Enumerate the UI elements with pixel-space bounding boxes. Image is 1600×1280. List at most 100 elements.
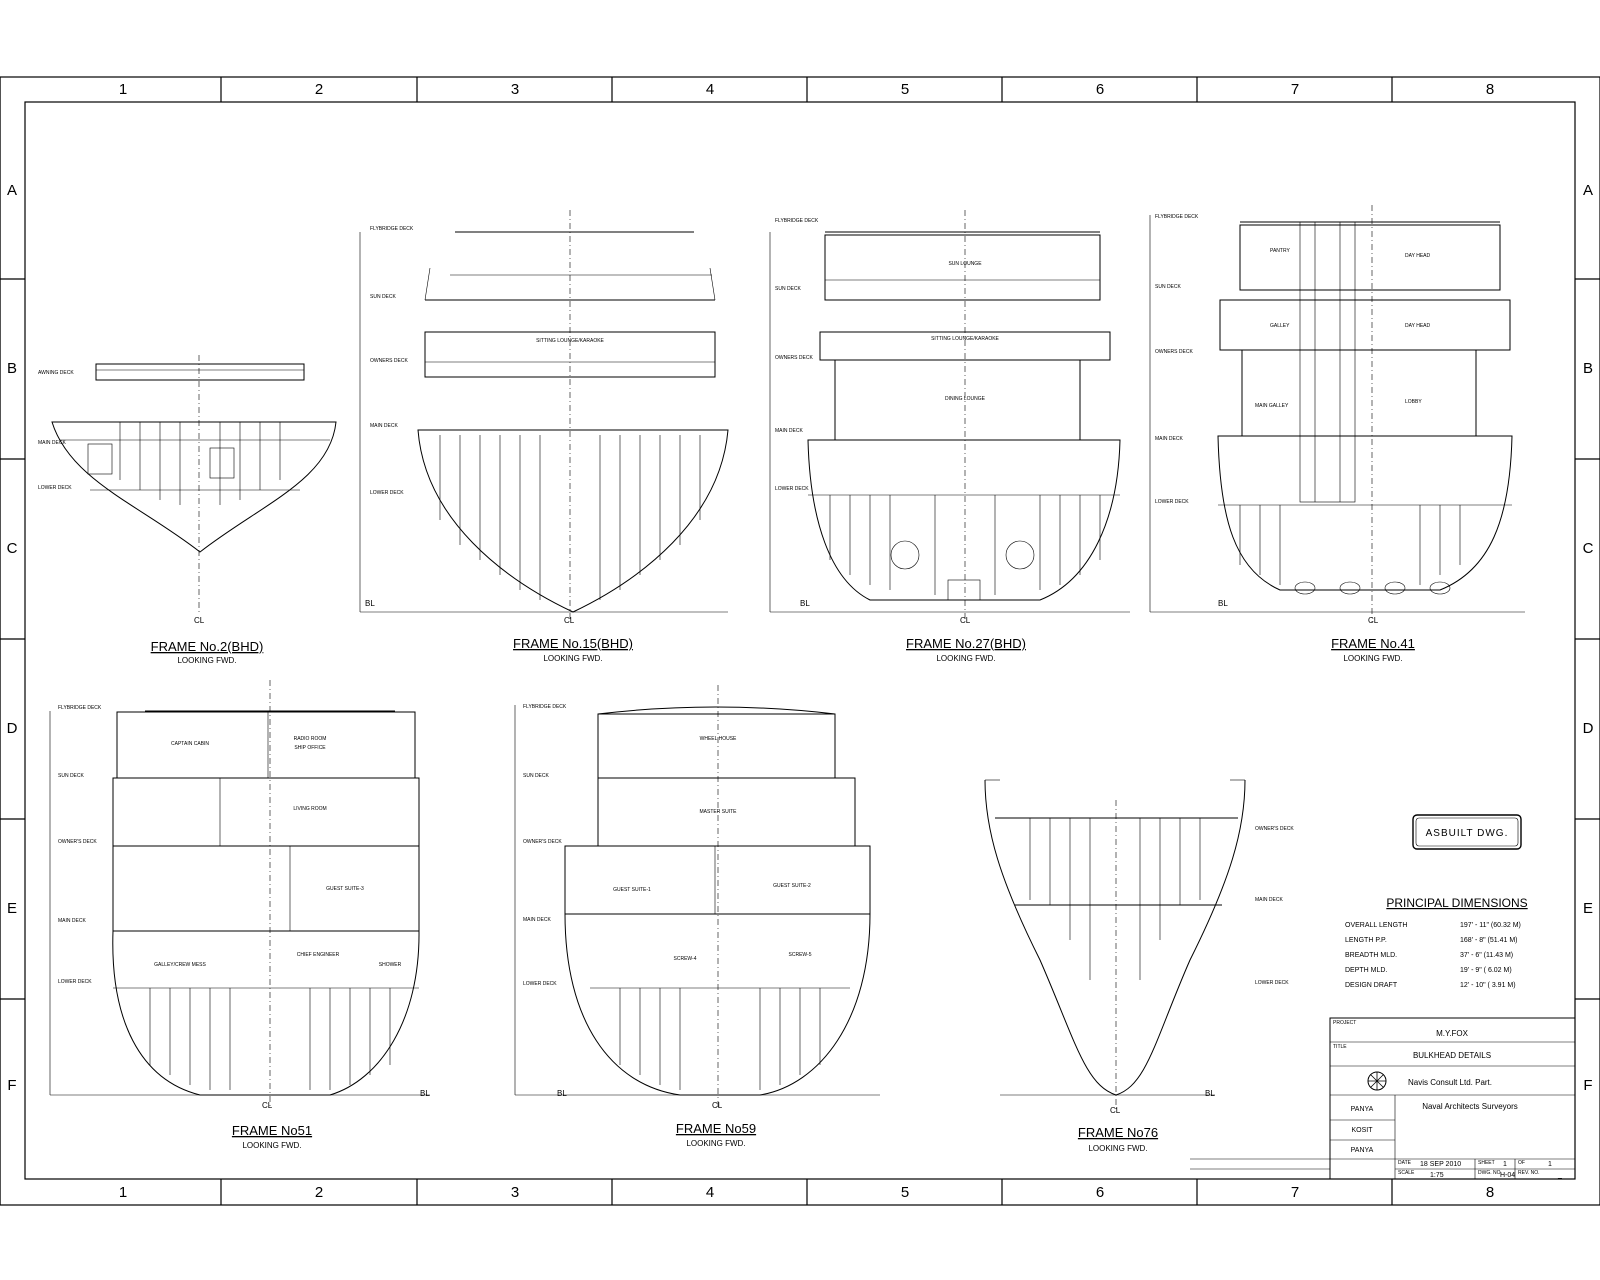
dimension-label: LENGTH P.P. [1345, 937, 1387, 944]
room-label: DINING LOUNGE [945, 396, 986, 402]
deck-label: LOWER DECK [38, 485, 72, 491]
deck-label: OWNERS DECK [370, 358, 408, 364]
room-label: SUN LOUNGE [948, 261, 982, 267]
room-label: SITTING LOUNGE/KARAOKE [536, 338, 604, 344]
deck-label: LOWER DECK [1255, 980, 1289, 986]
stamp-text: ASBUILT DWG. [1426, 828, 1509, 839]
revision-number: _ [1557, 1172, 1562, 1179]
deck-label: MAIN DECK [370, 423, 398, 429]
drawing-number: H-04 [1500, 1172, 1515, 1179]
dwg-no-label: DWG. NO. [1478, 1170, 1502, 1176]
room-label: SCREW-5 [789, 952, 812, 958]
section-subtitle: LOOKING FWD. [936, 654, 995, 663]
deck-label: OWNERS DECK [775, 355, 813, 361]
deck-label: MAIN DECK [1155, 436, 1183, 442]
checked-by: PANYA [1351, 1147, 1374, 1154]
zone-col-bottom: 3 [511, 1184, 519, 1201]
zone-col-top: 8 [1486, 81, 1494, 98]
deck-label: FLYBRIDGE DECK [1155, 214, 1199, 220]
deck-label: LOWER DECK [523, 981, 557, 987]
drawing-date: 18 SEP 2010 [1420, 1161, 1461, 1168]
deck-label: SUN DECK [370, 294, 397, 300]
rev-no-label: REV. NO. [1518, 1170, 1540, 1176]
room-label: GALLEY [1270, 323, 1290, 329]
company-tagline: Naval Architects Surveyors [1422, 1102, 1518, 1111]
section-title: FRAME No76 [1078, 1125, 1158, 1140]
drawing-border [0, 76, 1600, 1206]
zone-row-right: D [1583, 720, 1594, 737]
room-label: SHIP OFFICE [294, 745, 326, 751]
deck-label: FLYBRIDGE DECK [775, 218, 819, 224]
project-label: PROJECT [1333, 1020, 1356, 1026]
asbuilt-stamp: ASBUILT DWG. [1412, 814, 1522, 850]
svg-text:BL: BL [1205, 1089, 1215, 1098]
room-label: DAY HEAD [1405, 253, 1430, 259]
svg-text:CL: CL [1368, 616, 1379, 625]
dimension-label: DEPTH MLD. [1345, 967, 1387, 974]
dimension-value: 197' - 11" (60.32 M) [1460, 922, 1521, 929]
zone-col-bottom: 5 [901, 1184, 909, 1201]
dimension-value: 37' - 6" (11.43 M) [1460, 952, 1513, 959]
section-subtitle: LOOKING FWD. [543, 654, 602, 663]
deck-label: MAIN DECK [38, 440, 66, 446]
zone-col-top: 3 [511, 81, 519, 98]
zone-row-right: C [1583, 540, 1594, 557]
zone-row-left: B [7, 360, 17, 377]
room-label: GUEST SUITE-1 [613, 887, 651, 893]
section-title: FRAME No.41 [1331, 636, 1415, 651]
frame-76-section: OWNER'S DECK MAIN DECK LOWER DECK BL CL … [984, 779, 1294, 1153]
room-label: SHOWER [379, 962, 402, 968]
deck-label: AWNING DECK [38, 370, 74, 376]
svg-text:BL: BL [420, 1089, 430, 1098]
deck-label: OWNERS DECK [1155, 349, 1193, 355]
deck-label: SUN DECK [523, 773, 550, 779]
zone-col-bottom: 7 [1291, 1184, 1299, 1201]
svg-text:BL: BL [800, 599, 810, 608]
zone-col-bottom: 4 [706, 1184, 714, 1201]
company-logo-icon [1367, 1071, 1387, 1091]
dimension-label: DESIGN DRAFT [1345, 982, 1398, 989]
section-subtitle: LOOKING FWD. [1343, 654, 1402, 663]
of-label: OF [1518, 1160, 1525, 1166]
deck-label: LOWER DECK [370, 490, 404, 496]
deck-label: FLYBRIDGE DECK [523, 704, 567, 710]
deck-label: MAIN DECK [523, 917, 551, 923]
drawing-scale: 1:75 [1430, 1172, 1444, 1179]
section-subtitle: LOOKING FWD. [1088, 1144, 1147, 1153]
zone-row-left: E [7, 900, 17, 917]
principal-dimensions: PRINCIPAL DIMENSIONS OVERALL LENGTH 197'… [1345, 896, 1528, 989]
zone-col-top: 2 [315, 81, 323, 98]
dimension-label: OVERALL LENGTH [1345, 922, 1407, 929]
svg-text:CL: CL [1110, 1106, 1121, 1115]
project-name: M.Y.FOX [1436, 1029, 1469, 1038]
deck-label: FLYBRIDGE DECK [58, 705, 102, 711]
drawn-by: KOSIT [1351, 1127, 1373, 1134]
svg-text:BL: BL [365, 599, 375, 608]
deck-label: SUN DECK [58, 773, 85, 779]
zone-labels: 1 2 3 4 5 6 7 8 1 2 3 4 5 6 7 8 A B C D … [7, 81, 1594, 1201]
date-label: DATE [1398, 1160, 1412, 1166]
room-label: GUEST SUITE-2 [773, 883, 811, 889]
deck-label: OWNER'S DECK [58, 839, 97, 845]
svg-text:CL: CL [564, 616, 575, 625]
room-label: CAPTAIN CABIN [171, 741, 209, 747]
zone-row-left: A [7, 182, 17, 199]
section-subtitle: LOOKING FWD. [686, 1139, 745, 1148]
zone-col-top: 4 [706, 81, 714, 98]
svg-text:BL: BL [1218, 599, 1228, 608]
zone-row-right: B [1583, 360, 1593, 377]
deck-label: LOWER DECK [1155, 499, 1189, 505]
zone-col-bottom: 8 [1486, 1184, 1494, 1201]
section-title: FRAME No.15(BHD) [513, 636, 633, 651]
frame-2-section: AWNING DECK MAIN DECK LOWER DECK CL FRAM… [38, 355, 337, 665]
section-subtitle: LOOKING FWD. [177, 656, 236, 665]
dimension-label: BREADTH MLD. [1345, 952, 1397, 959]
zone-row-left: C [7, 540, 18, 557]
scale-label: SCALE [1398, 1170, 1415, 1176]
section-title: FRAME No.27(BHD) [906, 636, 1026, 651]
section-title: FRAME No59 [676, 1121, 756, 1136]
deck-label: MAIN DECK [1255, 897, 1283, 903]
svg-text:CL: CL [194, 616, 205, 625]
zone-col-top: 1 [119, 81, 127, 98]
svg-text:BL: BL [557, 1089, 567, 1098]
